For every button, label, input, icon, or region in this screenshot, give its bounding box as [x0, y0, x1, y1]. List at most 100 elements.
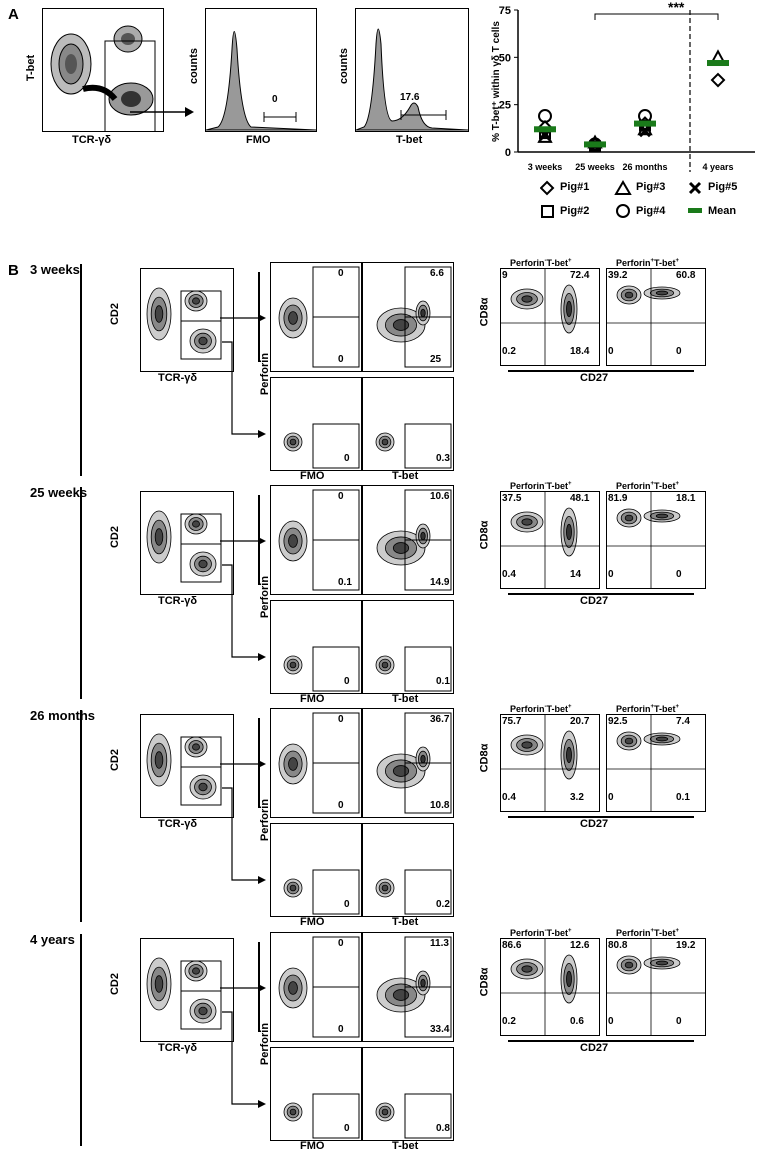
point-mean: [634, 120, 656, 127]
y-tick-label: 25: [499, 100, 511, 112]
quadrant-value: 0: [676, 1016, 682, 1027]
gate-value: 0.8: [436, 1123, 450, 1134]
quadrant-value: 0: [608, 346, 614, 357]
quadrant-value: 48.1: [570, 493, 590, 504]
cd-plot-header: Perforin-T-bet+: [510, 704, 572, 714]
quadrant-value: 18.1: [676, 493, 696, 504]
quadrant-value: 81.9: [608, 493, 628, 504]
fmo-bottom-plot: [270, 1047, 362, 1141]
cd8-cd27-plot-perforin-neg: [500, 491, 600, 589]
fmo-histogram: [205, 8, 317, 132]
gate-value: 0: [344, 899, 350, 910]
quadrant-value: 0: [608, 792, 614, 803]
header-sup1: +: [650, 704, 655, 710]
header-sup1: -: [544, 928, 547, 934]
header-tbet: T-bet: [654, 258, 676, 268]
cd-plot-header: Perforin-T-bet+: [510, 928, 572, 938]
gate-value: 0.1: [436, 676, 450, 687]
fmo-axis-label: FMO: [300, 1140, 325, 1152]
fmo-top-plot: [270, 262, 362, 372]
gating-arrows: [220, 760, 266, 884]
quadrant-value: 0.6: [570, 1016, 584, 1027]
cd8-cd27-plot-perforin-neg: [500, 938, 600, 1036]
perforin-axis-bar: [258, 495, 260, 585]
gate-value-upper: 6.6: [430, 268, 444, 279]
chart-ylabel: % T-bet⁺ within γδ T cells: [490, 21, 502, 142]
gate-value-upper: 10.6: [430, 491, 450, 502]
fmo-hist-xlabel: FMO: [246, 134, 271, 146]
header-perforin: Perforin: [510, 704, 545, 714]
gate-value-lower: 0: [338, 1024, 344, 1035]
cd2-tcr-dot-plot: [140, 938, 234, 1042]
header-tbet: T-bet: [546, 258, 569, 268]
cd-plot-header: Perforin+T-bet+: [616, 481, 679, 491]
gate-value-lower: 10.8: [430, 800, 450, 811]
header-sup2: +: [675, 704, 680, 710]
legend-pig1: Pig#1: [560, 181, 590, 193]
tbet-tcr-dot-plot: [42, 8, 164, 132]
tbet-top-plot: [362, 485, 454, 595]
cd8-cd27-plot-perforin-neg: [500, 268, 600, 366]
cd8a-axis-label: CD8α: [478, 520, 491, 550]
header-sup2: +: [675, 481, 680, 487]
tbet-bottom-plot: [362, 1047, 454, 1141]
tbet-hist-xlabel: T-bet: [396, 134, 423, 146]
header-sup1: -: [544, 704, 547, 710]
quadrant-value: 12.6: [570, 940, 590, 951]
cd8-cd27-plot-perforin-neg: [500, 714, 600, 812]
cd2-tcr-dot-plot: [140, 491, 234, 595]
gate-value-lower: 0.1: [338, 577, 352, 588]
quadrant-value: 0.4: [502, 569, 516, 580]
header-perforin: Perforin: [510, 258, 545, 268]
cd8a-axis-label: CD8α: [478, 967, 491, 997]
fmo-top-plot: [270, 708, 362, 818]
row-age-label: 25 weeks: [30, 485, 88, 500]
header-sup2: +: [568, 258, 572, 264]
gate-value-upper: 11.3: [430, 938, 449, 949]
row-divider-line: [80, 264, 82, 476]
header-perforin: Perforin: [616, 704, 651, 714]
row-age-label: 26 months: [30, 708, 96, 723]
point-mean: [534, 126, 556, 133]
legend-pig2: Pig#2: [560, 205, 590, 217]
chart-legend: Pig#1 Pig#3 Pig#5 Pig#2 Pig#4 Mean: [540, 180, 760, 226]
tbet-top-plot: [362, 262, 454, 372]
header-tbet: T-bet: [546, 704, 569, 714]
gating-arrows: [220, 314, 266, 438]
cd27-axis-label: CD27: [580, 595, 609, 607]
fmo-top-plot: [270, 932, 362, 1042]
quadrant-value: 72.4: [570, 270, 590, 281]
y-tick-label: 0: [505, 147, 511, 159]
header-tbet: T-bet: [546, 481, 569, 491]
x-tick-label: 26 months: [622, 162, 667, 172]
gate-value-lower: 33.4: [430, 1024, 450, 1035]
tbet-axis-label: T-bet: [392, 1140, 419, 1152]
header-tbet: T-bet: [654, 481, 676, 491]
significance-stars: ***: [668, 0, 685, 15]
tbet-axis-label: T-bet: [392, 693, 419, 705]
tbet-axis-label: T-bet: [392, 916, 419, 928]
gating-arrows: [220, 537, 266, 661]
fmo-axis-label: FMO: [300, 916, 325, 928]
cd27-axis-bar: [508, 593, 694, 595]
gate-value-lower: 25: [430, 354, 442, 365]
quadrant-value: 92.5: [608, 716, 628, 727]
tbet-axis-label: T-bet: [392, 470, 419, 482]
significance-bracket: [594, 13, 719, 20]
fmo-top-plot: [270, 485, 362, 595]
gate-value-upper: 36.7: [430, 714, 450, 725]
header-sup1: -: [544, 481, 547, 487]
cd27-axis-bar: [508, 370, 694, 372]
perforin-axis-bar: [258, 272, 260, 362]
fmo-axis-label: FMO: [300, 470, 325, 482]
quadrant-value: 0: [608, 1016, 614, 1027]
quadrant-value: 7.4: [676, 716, 690, 727]
y-tick-label: 75: [499, 5, 511, 17]
quadrant-value: 20.7: [570, 716, 590, 727]
tbet-bottom-plot: [362, 377, 454, 471]
header-perforin: Perforin: [616, 258, 651, 268]
fmo-hist-ylabel: counts: [188, 47, 201, 85]
point-pig4: [538, 109, 552, 124]
legend-mean: Mean: [708, 205, 737, 217]
